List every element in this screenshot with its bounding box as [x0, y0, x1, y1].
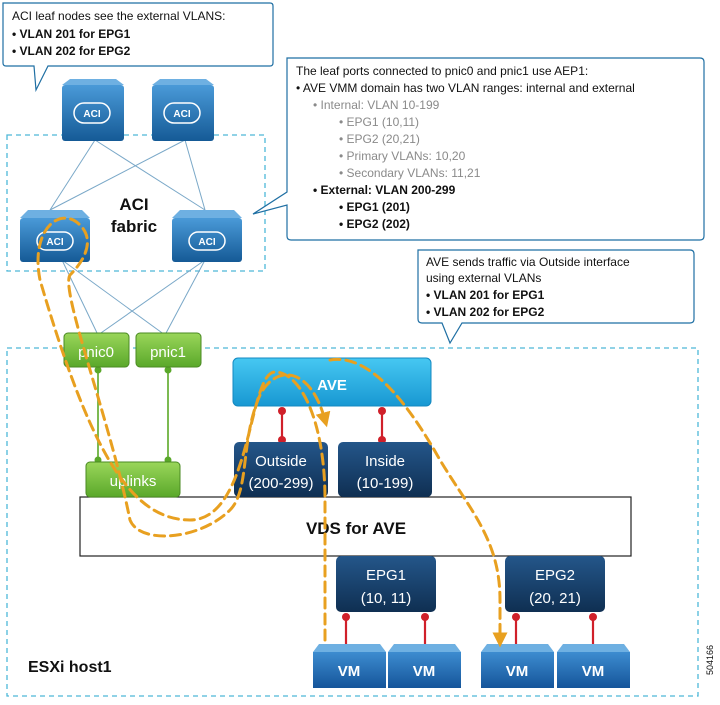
pnic1-box: pnic1 [135, 332, 202, 368]
callout-aep-internal-2: • EPG2 (20,21) [339, 132, 420, 146]
vds-label: VDS for AVE [306, 519, 406, 538]
outside-label-line1: Outside [255, 453, 307, 470]
callout-leaf-title: ACI leaf nodes see the external VLANS: [12, 9, 225, 23]
epg2-label-line2: (20, 21) [529, 590, 581, 607]
vm-3: VM [481, 644, 554, 688]
inside-dot-top [378, 407, 386, 415]
epg2-label-line1: EPG2 [535, 567, 575, 584]
epg2-vm2-dot-top [589, 613, 597, 621]
vm-4: VM [557, 644, 630, 688]
callout-aep: The leaf ports connected to pnic0 and pn… [252, 57, 705, 241]
spine-switch-2: ACI [152, 79, 214, 141]
epg2-box: EPG2 (20, 21) [505, 556, 605, 612]
callout-ave-line1: AVE sends traffic via Outside interface [426, 255, 630, 269]
spine-2-aci-label: ACI [173, 109, 190, 120]
callout-aep-internal-4: • Secondary VLANs: 11,21 [339, 166, 481, 180]
ave-label: AVE [317, 377, 347, 394]
fabric-label-line2: fabric [111, 217, 157, 236]
vds-bar [79, 496, 632, 557]
vm-3-label: VM [506, 663, 529, 680]
epg1-label-line1: EPG1 [366, 567, 406, 584]
fabric-frame [6, 134, 266, 272]
callout-ave-bullet-2: • VLAN 202 for EPG2 [426, 305, 545, 319]
fabric-links [49, 139, 206, 336]
vm-1: VM [313, 644, 386, 688]
epg1-box: EPG1 (10, 11) [336, 556, 436, 612]
vm-2-label: VM [413, 663, 436, 680]
traffic-path-epg1 [36, 216, 331, 642]
callout-aep-external: • External: VLAN 200-299 [313, 183, 456, 197]
traffic-path-epg2 [328, 357, 508, 648]
pnic0-dot-top [94, 366, 102, 374]
pnic0-box: pnic0 [63, 332, 130, 368]
callout-ave-line2: using external VLANs [426, 271, 541, 285]
callout-ave-bullet-1: • VLAN 201 for EPG1 [426, 288, 545, 302]
pnic-uplink-links [97, 368, 169, 462]
callout-aep-line2: • AVE VMM domain has two VLAN ranges: in… [296, 81, 635, 95]
fabric-label-line1: ACI [119, 195, 148, 214]
callout-aep-internal: • Internal: VLAN 10-199 [313, 98, 440, 112]
pnic1-label: pnic1 [150, 344, 186, 361]
outside-port-box: Outside (200-299) [234, 442, 328, 497]
callout-aep-line1: The leaf ports connected to pnic0 and pn… [296, 64, 588, 78]
callout-leaf-bullet-2: • VLAN 202 for EPG2 [12, 44, 131, 58]
outside-label-line2: (200-299) [248, 475, 313, 492]
figure-id: 504166 [705, 645, 715, 675]
uplinks-label: uplinks [110, 473, 157, 490]
ave-port-links [280, 408, 384, 442]
esxi-host-label: ESXi host1 [28, 659, 112, 676]
leaf-switch-1: ACI [20, 210, 90, 262]
outside-dot-top [278, 407, 286, 415]
leaf-2-aci-label: ACI [198, 237, 215, 248]
vm-2: VM [388, 644, 461, 688]
callout-aep-internal-3: • Primary VLANs: 10,20 [339, 149, 466, 163]
spine-1-aci-label: ACI [83, 109, 100, 120]
epg1-label-line2: (10, 11) [361, 590, 412, 607]
epg1-vm2-dot-top [421, 613, 429, 621]
inside-label-line1: Inside [365, 453, 405, 470]
epg1-vm1-dot-top [342, 613, 350, 621]
epg-vm-links [344, 614, 595, 652]
pnic1-dot-top [164, 366, 172, 374]
leaf-1-aci-label: ACI [46, 237, 63, 248]
callout-leaf-bullet-1: • VLAN 201 for EPG1 [12, 27, 131, 41]
esxi-host-frame [6, 347, 699, 697]
inside-label-line2: (10-199) [357, 475, 414, 492]
ave-box: AVE [232, 357, 432, 407]
leaf-switch-2: ACI [172, 210, 242, 262]
callout-leaf-nodes: ACI leaf nodes see the external VLANS: •… [2, 2, 274, 93]
traffic-paths [36, 216, 508, 648]
callout-ave: AVE sends traffic via Outside interface … [417, 249, 695, 345]
vm-4-label: VM [582, 663, 605, 680]
inside-port-box: Inside (10-199) [338, 442, 432, 497]
vm-1-label: VM [338, 663, 361, 680]
callout-aep-external-1: • EPG1 (201) [339, 200, 410, 214]
callout-aep-external-2: • EPG2 (202) [339, 217, 410, 231]
epg2-vm1-dot-top [512, 613, 520, 621]
callout-aep-internal-1: • EPG1 (10,11) [339, 115, 419, 129]
spine-switch-1: ACI [62, 79, 124, 141]
